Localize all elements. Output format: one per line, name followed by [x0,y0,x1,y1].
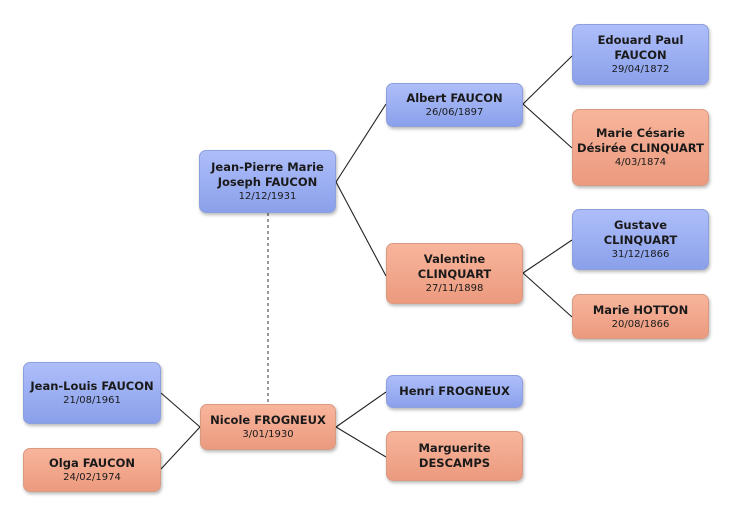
person-name: Gustave CLINQUART [603,218,678,247]
person-card-marie-hotton[interactable]: Marie HOTTON 20/08/1866 [572,294,709,339]
connector-nicole-marguerite [335,426,387,458]
connector-jean-louis-nicole [160,392,201,428]
person-date: 4/03/1874 [614,157,667,168]
person-card-olga-faucon[interactable]: Olga FAUCON 24/02/1974 [23,448,161,492]
person-card-marie-cesarie-clinquart[interactable]: Marie Césarie Désirée CLINQUART 4/03/187… [572,109,709,186]
connector-valentine-gustave [522,239,573,274]
connector-albert-marie-cesarie [522,103,573,149]
connector-jean-pierre-albert [335,103,387,183]
person-name: Albert FAUCON [406,91,503,105]
person-name: Edouard Paul FAUCON [597,33,684,62]
person-date: 20/08/1866 [611,318,670,330]
person-name: Jean-Pierre Marie Joseph FAUCON [211,160,324,189]
connector-jean-pierre-valentine [335,181,387,277]
person-name: Nicole FROGNEUX [210,413,326,427]
person-name: Marie Césarie Désirée CLINQUART [577,126,704,155]
person-date: 24/02/1974 [63,472,121,483]
person-card-marguerite-descamps[interactable]: Marguerite DESCAMPS [386,431,523,481]
person-date: 27/11/1898 [425,283,484,294]
person-date: 3/01/1930 [242,429,294,440]
person-card-jean-louis-faucon[interactable]: Jean-Louis FAUCON 21/08/1961 [23,362,161,424]
connector-olga-nicole [160,426,201,470]
person-name: Marie HOTTON [592,302,689,317]
person-date: 26/06/1897 [425,107,484,118]
person-name: Valentine CLINQUART [417,252,492,281]
person-date: 29/04/1872 [611,64,670,75]
person-card-valentine-clinquart[interactable]: Valentine CLINQUART 27/11/1898 [386,243,523,304]
person-name: Marguerite DESCAMPS [418,441,491,470]
connector-valentine-marie-hotton [522,272,573,318]
person-date: 12/12/1931 [238,191,297,202]
person-card-edouard-faucon[interactable]: Edouard Paul FAUCON 29/04/1872 [572,24,709,85]
connector-albert-edouard [522,55,573,105]
person-card-gustave-clinquart[interactable]: Gustave CLINQUART 31/12/1866 [572,209,709,270]
connector-nicole-henri [335,391,387,428]
person-card-nicole-frogneux[interactable]: Nicole FROGNEUX 3/01/1930 [200,404,336,450]
person-card-jean-pierre-faucon[interactable]: Jean-Pierre Marie Joseph FAUCON 12/12/19… [199,150,336,213]
person-date: 31/12/1866 [611,249,670,260]
person-date: 21/08/1961 [63,395,121,406]
person-name: Henri FROGNEUX [399,384,510,398]
person-card-albert-faucon[interactable]: Albert FAUCON 26/06/1897 [386,83,523,127]
person-name: Jean-Louis FAUCON [30,379,154,393]
person-name: Olga FAUCON [49,456,135,470]
person-card-henri-frogneux[interactable]: Henri FROGNEUX [386,375,523,408]
